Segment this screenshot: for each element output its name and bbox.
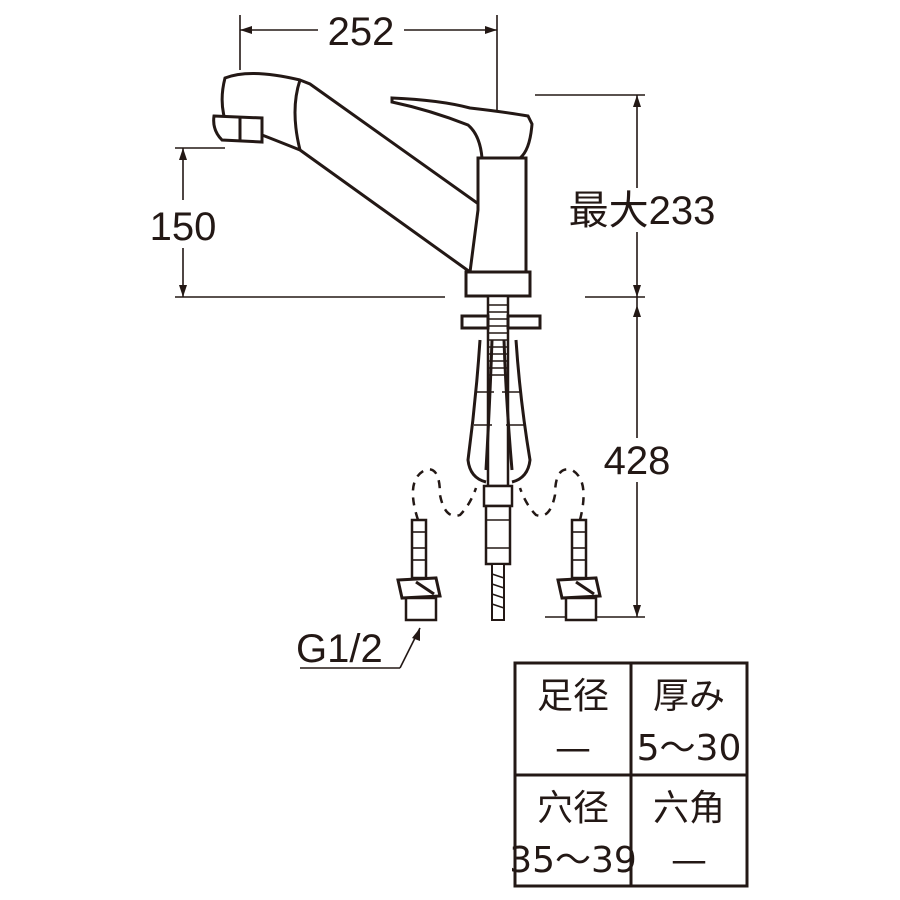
faucet-spout: [212, 71, 482, 274]
dim-label-252: 252: [328, 10, 395, 54]
right-supply-fitting: [556, 518, 602, 622]
lever-handle: [390, 96, 534, 160]
faucet-body: [464, 156, 532, 298]
dimension-max233: 最大233: [535, 94, 725, 298]
spec-label-hole-diameter: 穴径: [537, 788, 609, 829]
spec-label-hexagon: 六角: [653, 788, 725, 829]
dimension-252: 252: [239, 10, 498, 122]
spec-label-foot-diameter: 足径: [537, 676, 609, 717]
spec-label-thickness: 厚み: [653, 676, 725, 717]
dim-label-428: 428: [604, 439, 671, 483]
left-supply-fitting: [396, 518, 442, 622]
spec-value-hexagon: —: [671, 840, 707, 881]
spec-value-thickness: 5～30: [637, 728, 742, 769]
dim-label-max233: 最大233: [569, 189, 716, 233]
thread-callout: G1/2: [296, 627, 421, 671]
mounting-assembly: [460, 294, 542, 621]
dim-label-150: 150: [150, 205, 217, 249]
dimension-428: 428: [545, 297, 678, 618]
dimension-150: 150: [140, 147, 445, 298]
spec-value-hole-diameter: 35～39: [509, 840, 637, 881]
spec-value-foot-diameter: —: [555, 728, 591, 769]
dashed-hoses: [411, 468, 585, 521]
thread-label: G1/2: [296, 627, 383, 671]
spec-table: 足径 — 厚み 5～30 穴径 35～39 六角 —: [509, 661, 749, 888]
